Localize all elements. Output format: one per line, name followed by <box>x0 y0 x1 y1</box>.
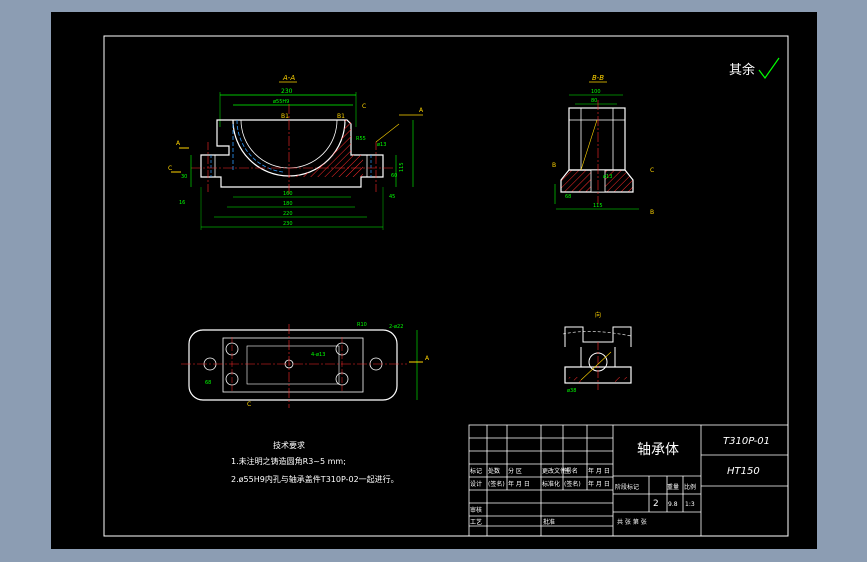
drawing-annotation: 分 区 <box>508 467 522 475</box>
drawing-annotation: 向 <box>595 311 601 319</box>
drawing-annotation: 共 张 第 张 <box>617 518 647 526</box>
check-roughness-symbol <box>758 57 780 80</box>
drawing-annotation: 设计 <box>470 480 482 488</box>
drawing-annotation: 年 月 日 <box>588 480 610 488</box>
part-name: 轴承体 <box>637 442 679 458</box>
drawing-annotation: 标记 <box>470 467 482 475</box>
weight: 9.8 <box>668 501 678 508</box>
drawing-annotation: 60 <box>391 173 397 179</box>
technical-requirements: 技术要求 1.未注明之铸造圆角R3~5 mm; 2.ø55H9内孔与轴承盖件T3… <box>231 440 399 484</box>
drawing-annotation: A <box>176 140 181 147</box>
drawing-annotation: 45 <box>389 194 395 200</box>
quantity: 2 <box>653 499 659 509</box>
top-view: R10 2-ø22 4-ø13 68 A C <box>181 322 430 408</box>
roughness-note: 其余 <box>729 62 755 78</box>
section-bb-title: B-B <box>592 74 604 82</box>
drawing-annotation: 230 <box>281 88 293 95</box>
drawing-annotation: 更改文件号 <box>542 467 572 475</box>
drawing-annotation: 阶段标记 <box>615 483 639 491</box>
drawing-annotation: 115 <box>593 203 603 209</box>
drawing-annotation: ø13 <box>603 174 612 180</box>
section-aa-title: A-A <box>282 74 295 82</box>
drawing-annotation: 年 月 日 <box>588 467 610 475</box>
material: HT150 <box>727 466 760 477</box>
section-aa-view: A-A 230 ø55H9 160 180 220 <box>168 74 424 230</box>
section-bb-view: B-B 100 80 115 68 B B C ø13 <box>552 74 654 216</box>
title-block <box>468 424 789 537</box>
drawing-annotation: B <box>650 209 654 216</box>
drawing-annotation: 16 <box>179 200 185 206</box>
drawing-annotation: 68 <box>205 380 211 386</box>
drawing-annotation: 68 <box>565 194 571 200</box>
drawing-annotation: C <box>650 167 654 174</box>
drawing-annotation: B <box>552 162 556 169</box>
aa-hatch <box>289 120 363 177</box>
drawing-annotation: (签名) <box>488 480 505 488</box>
drawing-annotation: 230 <box>283 221 293 227</box>
drawing-annotation: 220 <box>283 211 293 217</box>
top-view-outline <box>188 329 398 401</box>
drawing-annotation: 比例 <box>684 483 696 491</box>
drawing-canvas[interactable]: 其余 A-A 230 ø55H9 160 1 <box>51 12 817 549</box>
drawing-annotation: C <box>168 165 172 172</box>
drawing-annotation: 年 月 日 <box>508 480 530 488</box>
drawing-annotation: B1 <box>337 113 345 120</box>
tech-line-2: 2.ø55H9内孔与轴承盖件T310P-02一起进行。 <box>231 474 399 484</box>
drawing-annotation: 批准 <box>543 518 555 526</box>
bb-upper-block <box>568 107 626 171</box>
drawing-svg: 其余 A-A 230 ø55H9 160 1 <box>103 35 789 537</box>
drawing-annotation: 重量 <box>667 483 679 491</box>
drawing-annotation: 180 <box>283 201 293 207</box>
drawing-annotation: 30 <box>181 174 187 180</box>
drawing-annotation: 100 <box>591 89 601 95</box>
scale: 1:3 <box>685 501 695 508</box>
tech-heading: 技术要求 <box>273 440 305 450</box>
drawing-annotation: ø55H9 <box>273 99 289 105</box>
detail-view: 向 ø38 <box>562 311 632 394</box>
drawing-annotation: B1 <box>281 113 289 120</box>
tech-line-1: 1.未注明之铸造圆角R3~5 mm; <box>231 456 346 466</box>
drawing-annotation: C <box>362 103 366 110</box>
drawing-annotation: 标准化 <box>542 480 560 488</box>
drawing-annotation: 160 <box>283 191 293 197</box>
drawing-number: T310P-01 <box>723 436 770 447</box>
drawing-annotation: C <box>247 401 251 408</box>
drawing-annotation: 4-ø13 <box>311 352 325 358</box>
drawing-annotation: 2-ø22 <box>389 324 403 330</box>
drawing-annotation: (签名) <box>564 480 581 488</box>
drawing-annotation: 审核 <box>470 506 482 514</box>
drawing-annotation: A <box>425 355 430 362</box>
drawing-annotation: 80 <box>591 98 597 104</box>
drawing-annotation: R10 <box>357 322 367 328</box>
title-block-text: 轴承体 T310P-01 HT150 标记 处数 分 区 更改文件号 签 名 年… <box>470 436 770 526</box>
drawing-annotation: 115 <box>399 162 405 172</box>
drawing-annotation: 签 名 <box>564 467 578 475</box>
drawing-border <box>103 35 789 537</box>
drawing-annotation: ø13 <box>377 142 386 148</box>
drawing-annotation: R55 <box>356 136 366 142</box>
drawing-annotation: A <box>419 107 424 114</box>
drawing-annotation: 处数 <box>488 467 500 475</box>
drawing-annotation: ø38 <box>567 388 576 394</box>
drawing-annotation: 工艺 <box>470 518 482 526</box>
